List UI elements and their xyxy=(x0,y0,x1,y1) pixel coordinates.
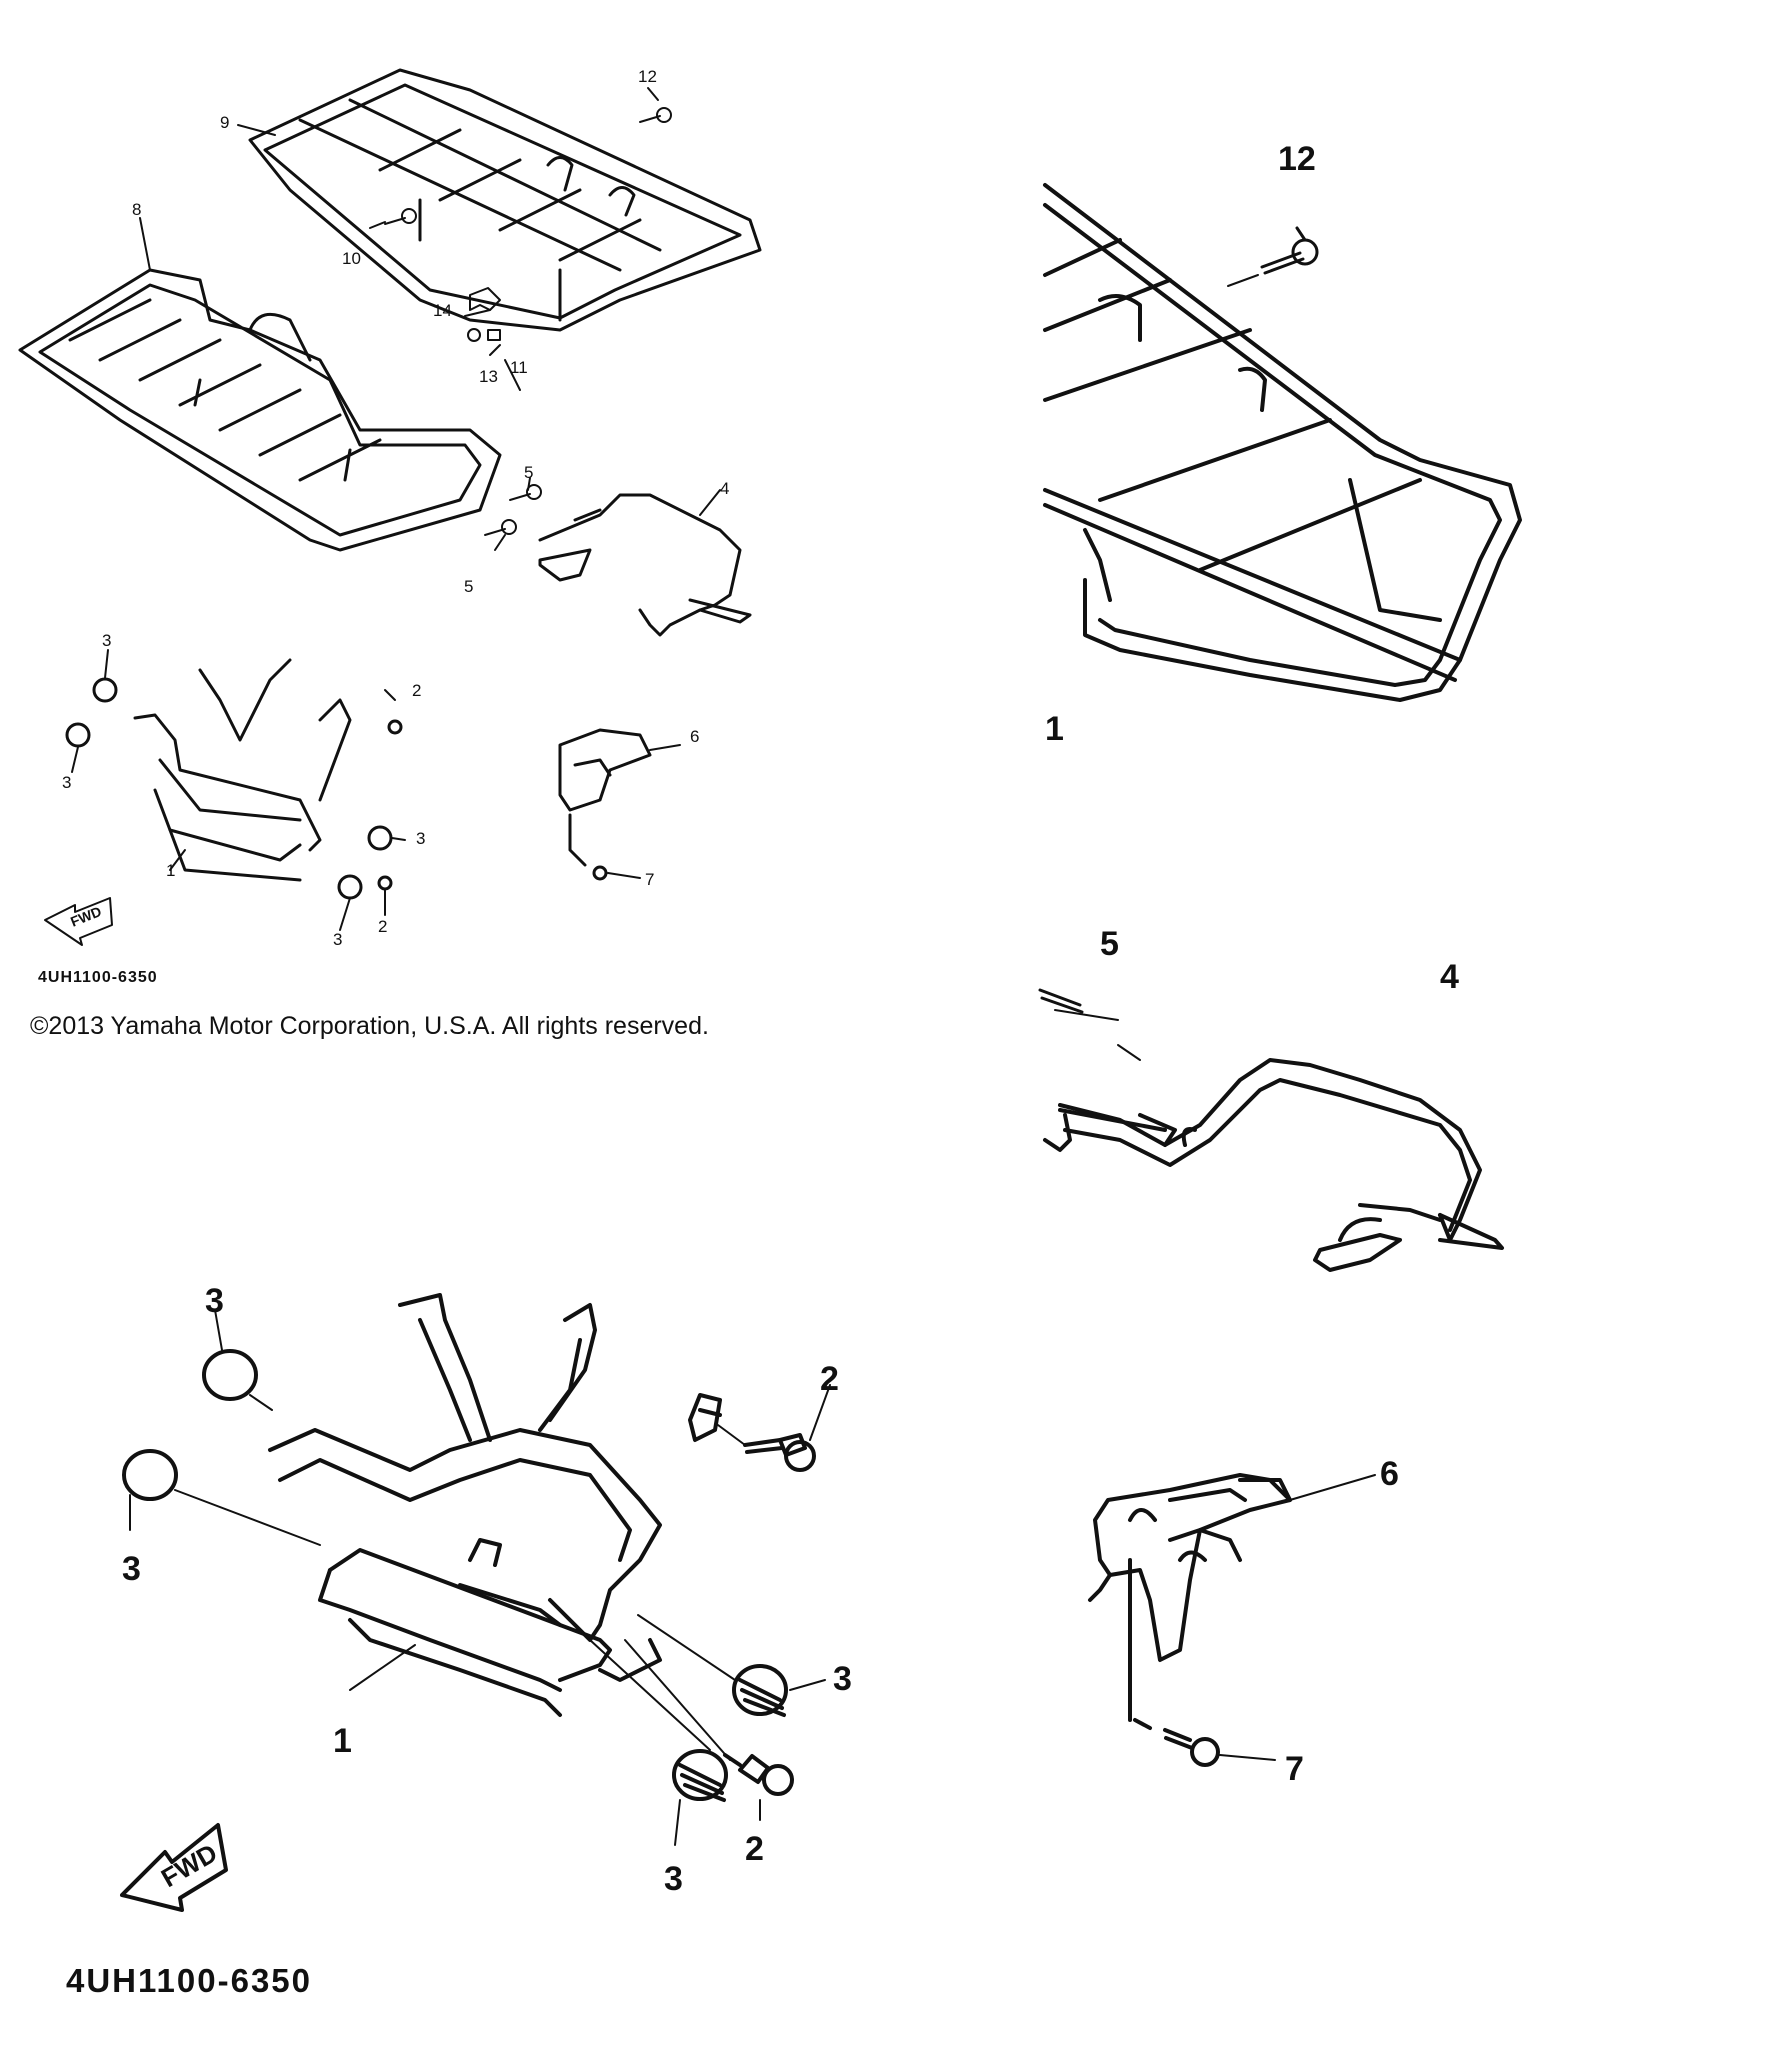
front-bracket xyxy=(538,493,752,637)
overview-guard xyxy=(65,658,403,900)
callout-3d: 3 xyxy=(333,930,342,949)
copyright-notice: ©2013 Yamaha Motor Corporation, U.S.A. A… xyxy=(30,1012,709,1040)
callout-3c: 3 xyxy=(416,829,425,848)
callout-7: 7 xyxy=(645,870,654,889)
overview-part-code: 4UH1100-6350 xyxy=(38,969,158,986)
callout-14: 14 xyxy=(433,301,452,320)
guard-callout-3b: 3 xyxy=(833,1660,852,1698)
overview-callouts: 12 9 8 10 14 13 11 5 5 4 3 3 3 3 2 2 1 6… xyxy=(62,67,729,949)
callout-8: 8 xyxy=(132,200,141,219)
callout-11: 11 xyxy=(510,358,528,377)
callout-2b: 2 xyxy=(378,917,387,936)
guard-callout-3d: 3 xyxy=(205,1282,224,1320)
callout-5b: 5 xyxy=(464,577,473,596)
mount-callout-7: 7 xyxy=(1285,1750,1304,1788)
callout-9: 9 xyxy=(220,113,229,132)
overview-diagram: FWD 12 9 8 10 xyxy=(18,67,762,986)
callout-2a: 2 xyxy=(412,681,421,700)
overview-mount xyxy=(558,728,652,881)
guard-callout-2b: 2 xyxy=(745,1830,764,1868)
bracket-callout-5: 5 xyxy=(1100,925,1119,963)
callout-10: 10 xyxy=(342,249,361,268)
callout-1: 1 xyxy=(166,861,175,880)
callout-12: 12 xyxy=(638,67,657,86)
rear-rack xyxy=(248,68,762,332)
front-rack xyxy=(18,268,502,552)
guard-callout-1: 1 xyxy=(333,1722,352,1760)
detail-bracket: 5 4 xyxy=(1038,925,1504,1272)
detail-rack: 12 1 xyxy=(1043,140,1522,748)
overview-fwd-arrow: FWD xyxy=(44,897,113,946)
rack-callout-1: 1 xyxy=(1045,710,1064,748)
guard-callout-2a: 2 xyxy=(820,1360,839,1398)
bracket-callout-4: 4 xyxy=(1440,958,1459,996)
mount-callout-6: 6 xyxy=(1380,1455,1399,1493)
overview-leaders xyxy=(71,87,721,931)
callout-13: 13 xyxy=(479,367,498,386)
callout-5a: 5 xyxy=(524,463,533,482)
guard-part-code: 4UH1100-6350 xyxy=(66,1962,312,1999)
rack-callout-12: 12 xyxy=(1278,140,1316,178)
overview-bolts xyxy=(384,107,672,536)
callout-3b: 3 xyxy=(62,773,71,792)
callout-6: 6 xyxy=(690,727,699,746)
callout-3a: 3 xyxy=(102,631,111,650)
guard-fwd-arrow: FWD xyxy=(120,1823,228,1912)
guard-callout-3a: 3 xyxy=(122,1550,141,1588)
detail-mount: 6 7 xyxy=(1088,1455,1399,1788)
detail-guard: FWD 2 2 3 3 3 3 1 4UH1100-6350 xyxy=(66,1282,852,1999)
overview-fwd-label: FWD xyxy=(68,903,104,930)
callout-4: 4 xyxy=(720,479,729,498)
guard-callout-3c: 3 xyxy=(664,1860,683,1898)
